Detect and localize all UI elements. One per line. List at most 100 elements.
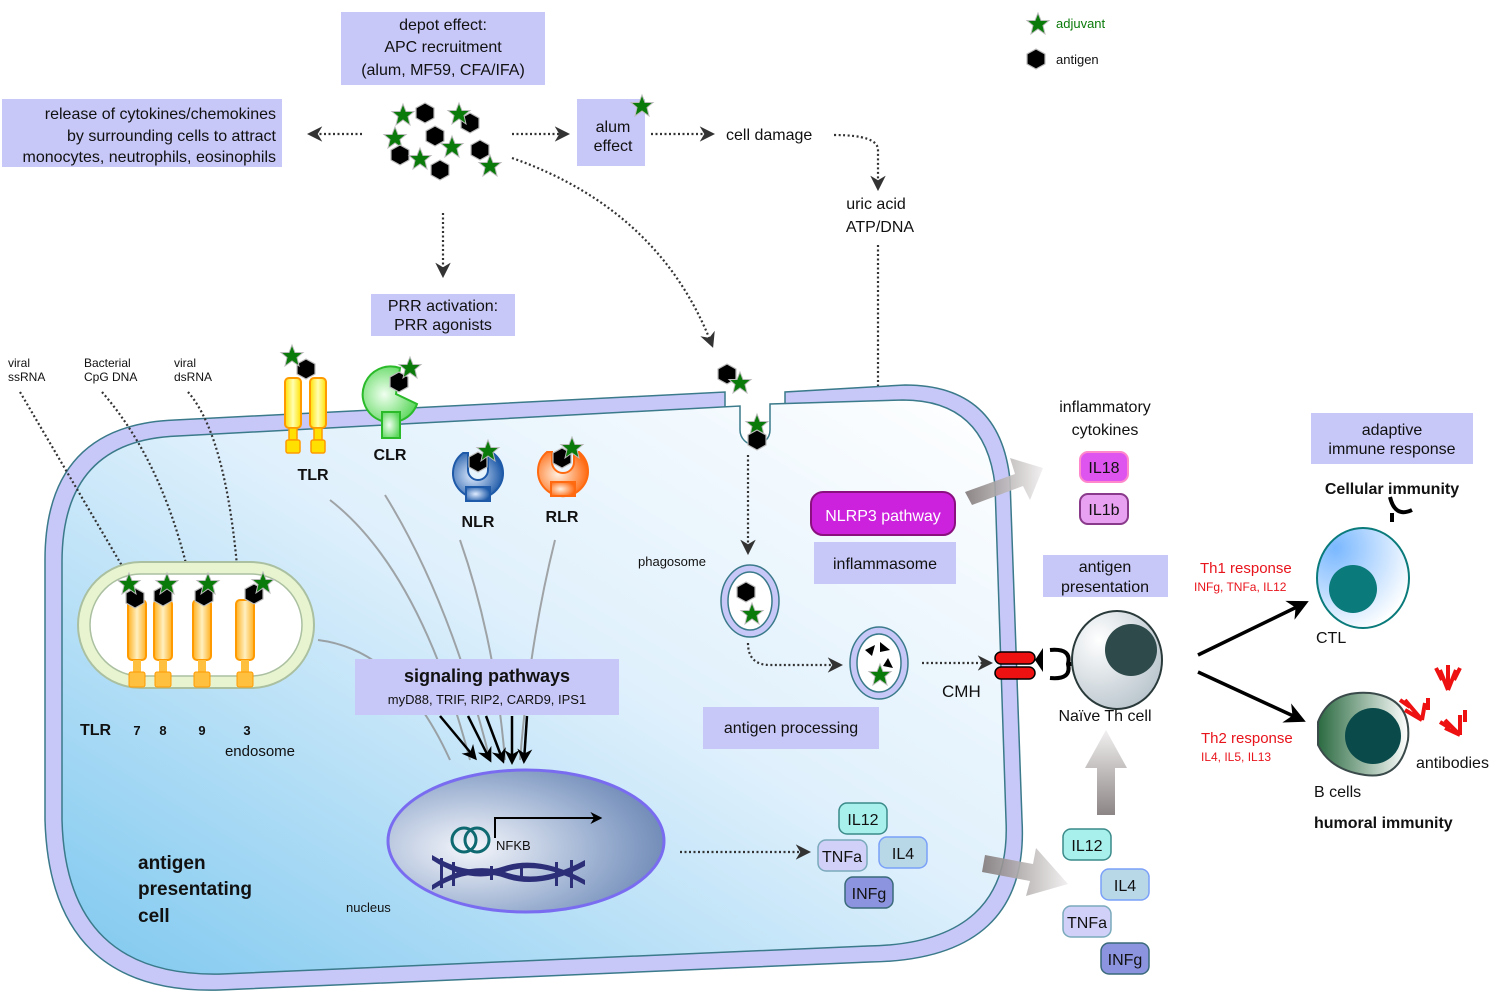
atp-dna-label: ATP/DNA xyxy=(846,219,914,236)
il18-badge xyxy=(1079,451,1129,483)
legend: adjuvant antigen xyxy=(1026,12,1106,70)
inflammatory-label-2: cytokines xyxy=(1072,422,1139,439)
nlr-label: NLR xyxy=(462,514,495,531)
nucleus xyxy=(386,768,666,914)
arrow-to-phagocytosis xyxy=(511,156,715,348)
ctl-cell xyxy=(1316,496,1413,629)
inner-il12: IL12 xyxy=(847,812,878,829)
adaptive-response-box: adaptive immune response xyxy=(1311,413,1473,464)
cmh-receptor xyxy=(994,651,1036,680)
outer-il4: IL4 xyxy=(1114,878,1136,895)
antibodies-icon xyxy=(1398,665,1467,737)
grey-arrow-to-th xyxy=(1085,730,1127,815)
transcription-arrow-icon xyxy=(494,812,603,838)
viral-ssrna-label-2: ssRNA xyxy=(8,370,45,384)
viral-ssrna-label: viral xyxy=(8,356,30,370)
il18-label: IL18 xyxy=(1088,460,1119,477)
outer-tnfa: TNFa xyxy=(1067,915,1107,932)
viral-dsrna-label-2: dsRNA xyxy=(174,370,212,384)
outer-infg: INFg xyxy=(1108,952,1143,969)
tlr-surface-label: TLR xyxy=(297,467,329,484)
th1-label: Th1 response xyxy=(1200,560,1292,577)
nlrp3-pathway: NLRP3 pathway xyxy=(810,491,956,536)
arrow-cpg xyxy=(101,391,201,609)
legend-antigen: antigen xyxy=(1056,52,1099,67)
apc-label-2: presentating xyxy=(138,879,252,900)
legend-adjuvant: adjuvant xyxy=(1056,16,1106,31)
bacterial-label-2: CpG DNA xyxy=(84,370,137,384)
outer-cytokines: IL12 IL4 TNFa INFg xyxy=(1062,828,1150,975)
phagolysosome xyxy=(849,626,909,700)
clr-receptor xyxy=(361,356,422,439)
signaling-pathways-box: signaling pathways myD88, TRIF, RIP2, CA… xyxy=(355,659,619,715)
antigen-presentation-2: presentation xyxy=(1061,579,1149,596)
il1b-badge xyxy=(1079,493,1129,525)
viral-dsrna-label: viral xyxy=(174,356,196,370)
grey-arrow-to-inflammatory xyxy=(965,458,1043,505)
bacterial-label: Bacterial xyxy=(84,356,131,370)
naive-th-cell xyxy=(1035,610,1163,710)
cellular-immunity-label: Cellular immunity xyxy=(1325,481,1459,498)
cell-damage-label: cell damage xyxy=(726,127,812,144)
signaling-title: signaling pathways xyxy=(404,666,570,686)
antigen-processing-box: antigen processing xyxy=(703,707,879,749)
release-line-3: monocytes, neutrophils, eosinophils xyxy=(23,149,276,166)
phagosome xyxy=(720,564,780,638)
apc-label-1: antigen xyxy=(138,853,206,874)
antigen-hexagon-icon xyxy=(1026,48,1046,70)
nfkb-icon xyxy=(450,826,478,854)
cmh-label: CMH xyxy=(942,682,981,701)
ctl-label: CTL xyxy=(1316,630,1346,647)
antigen-processing-label: antigen processing xyxy=(724,720,858,737)
naive-th-label: Naïve Th cell xyxy=(1058,708,1151,725)
th2-sublabel: IL4, IL5, IL13 xyxy=(1201,750,1271,764)
inner-cytokines: IL12 TNFa IL4 INFg xyxy=(817,802,928,909)
phagosome-label: phagosome xyxy=(638,554,706,569)
b-cell xyxy=(1317,691,1410,777)
tlr7-label: 7 xyxy=(133,723,140,738)
release-line-2: by surrounding cells to attract xyxy=(67,128,277,145)
antibodies-label: antibodies xyxy=(1416,755,1489,772)
inner-tnfa: TNFa xyxy=(822,849,862,866)
nlrp3-label: NLRP3 pathway xyxy=(825,508,941,525)
depot-line-3: (alum, MF59, CFA/IFA) xyxy=(361,62,525,79)
dna-icon xyxy=(432,855,585,890)
prr-line-2: PRR agonists xyxy=(394,317,492,334)
depot-line-2: APC recruitment xyxy=(384,39,502,56)
depot-effect-box: depot effect: APC recruitment (alum, MF5… xyxy=(341,12,545,85)
clr-label: CLR xyxy=(374,447,407,464)
tlr-endosome-label: TLR xyxy=(80,722,112,739)
il1b-label: IL1b xyxy=(1088,502,1119,519)
uric-acid-label: uric acid xyxy=(846,196,906,213)
alum-line-1: alum xyxy=(596,119,631,136)
outer-il12: IL12 xyxy=(1071,838,1102,855)
arrow-to-phagolysosome xyxy=(746,642,844,673)
nlr-receptor xyxy=(452,439,504,502)
nucleus-label: nucleus xyxy=(346,900,391,915)
release-line-1: release of cytokines/chemokines xyxy=(45,106,276,123)
grey-arrow-to-secreted xyxy=(982,848,1068,896)
release-cytokines-box: release of cytokines/chemokines by surro… xyxy=(2,99,282,167)
inflammatory-label-1: inflammatory xyxy=(1059,399,1151,416)
nfkb-label: NFKB xyxy=(496,838,531,853)
endosomal-tlrs xyxy=(117,571,275,688)
antigen-presentation-1: antigen xyxy=(1079,559,1132,576)
b-cells-label: B cells xyxy=(1314,784,1361,801)
signaling-arrows xyxy=(439,715,533,765)
prr-activation-box: PRR activation: PRR agonists xyxy=(371,294,515,336)
endosome-label: endosome xyxy=(225,743,295,760)
tlr9-label: 9 xyxy=(198,723,205,738)
humoral-immunity-label: humoral immunity xyxy=(1314,815,1453,832)
th2-label: Th2 response xyxy=(1201,730,1293,747)
antigen-presentation-box: antigen presentation xyxy=(1043,555,1168,597)
adaptive-line-2: immune response xyxy=(1328,441,1455,458)
rlr-receptor xyxy=(537,436,589,498)
th1-arrow xyxy=(1197,600,1309,657)
alum-effect-box: alum effect xyxy=(577,94,654,166)
tlr8-label: 8 xyxy=(159,723,166,738)
inflammasome-box: inflammasome xyxy=(814,542,956,584)
th1-sublabel: INFg, TNFa, IL12 xyxy=(1194,580,1287,594)
inner-infg: INFg xyxy=(852,886,887,903)
tlr3-label: 3 xyxy=(243,723,250,738)
